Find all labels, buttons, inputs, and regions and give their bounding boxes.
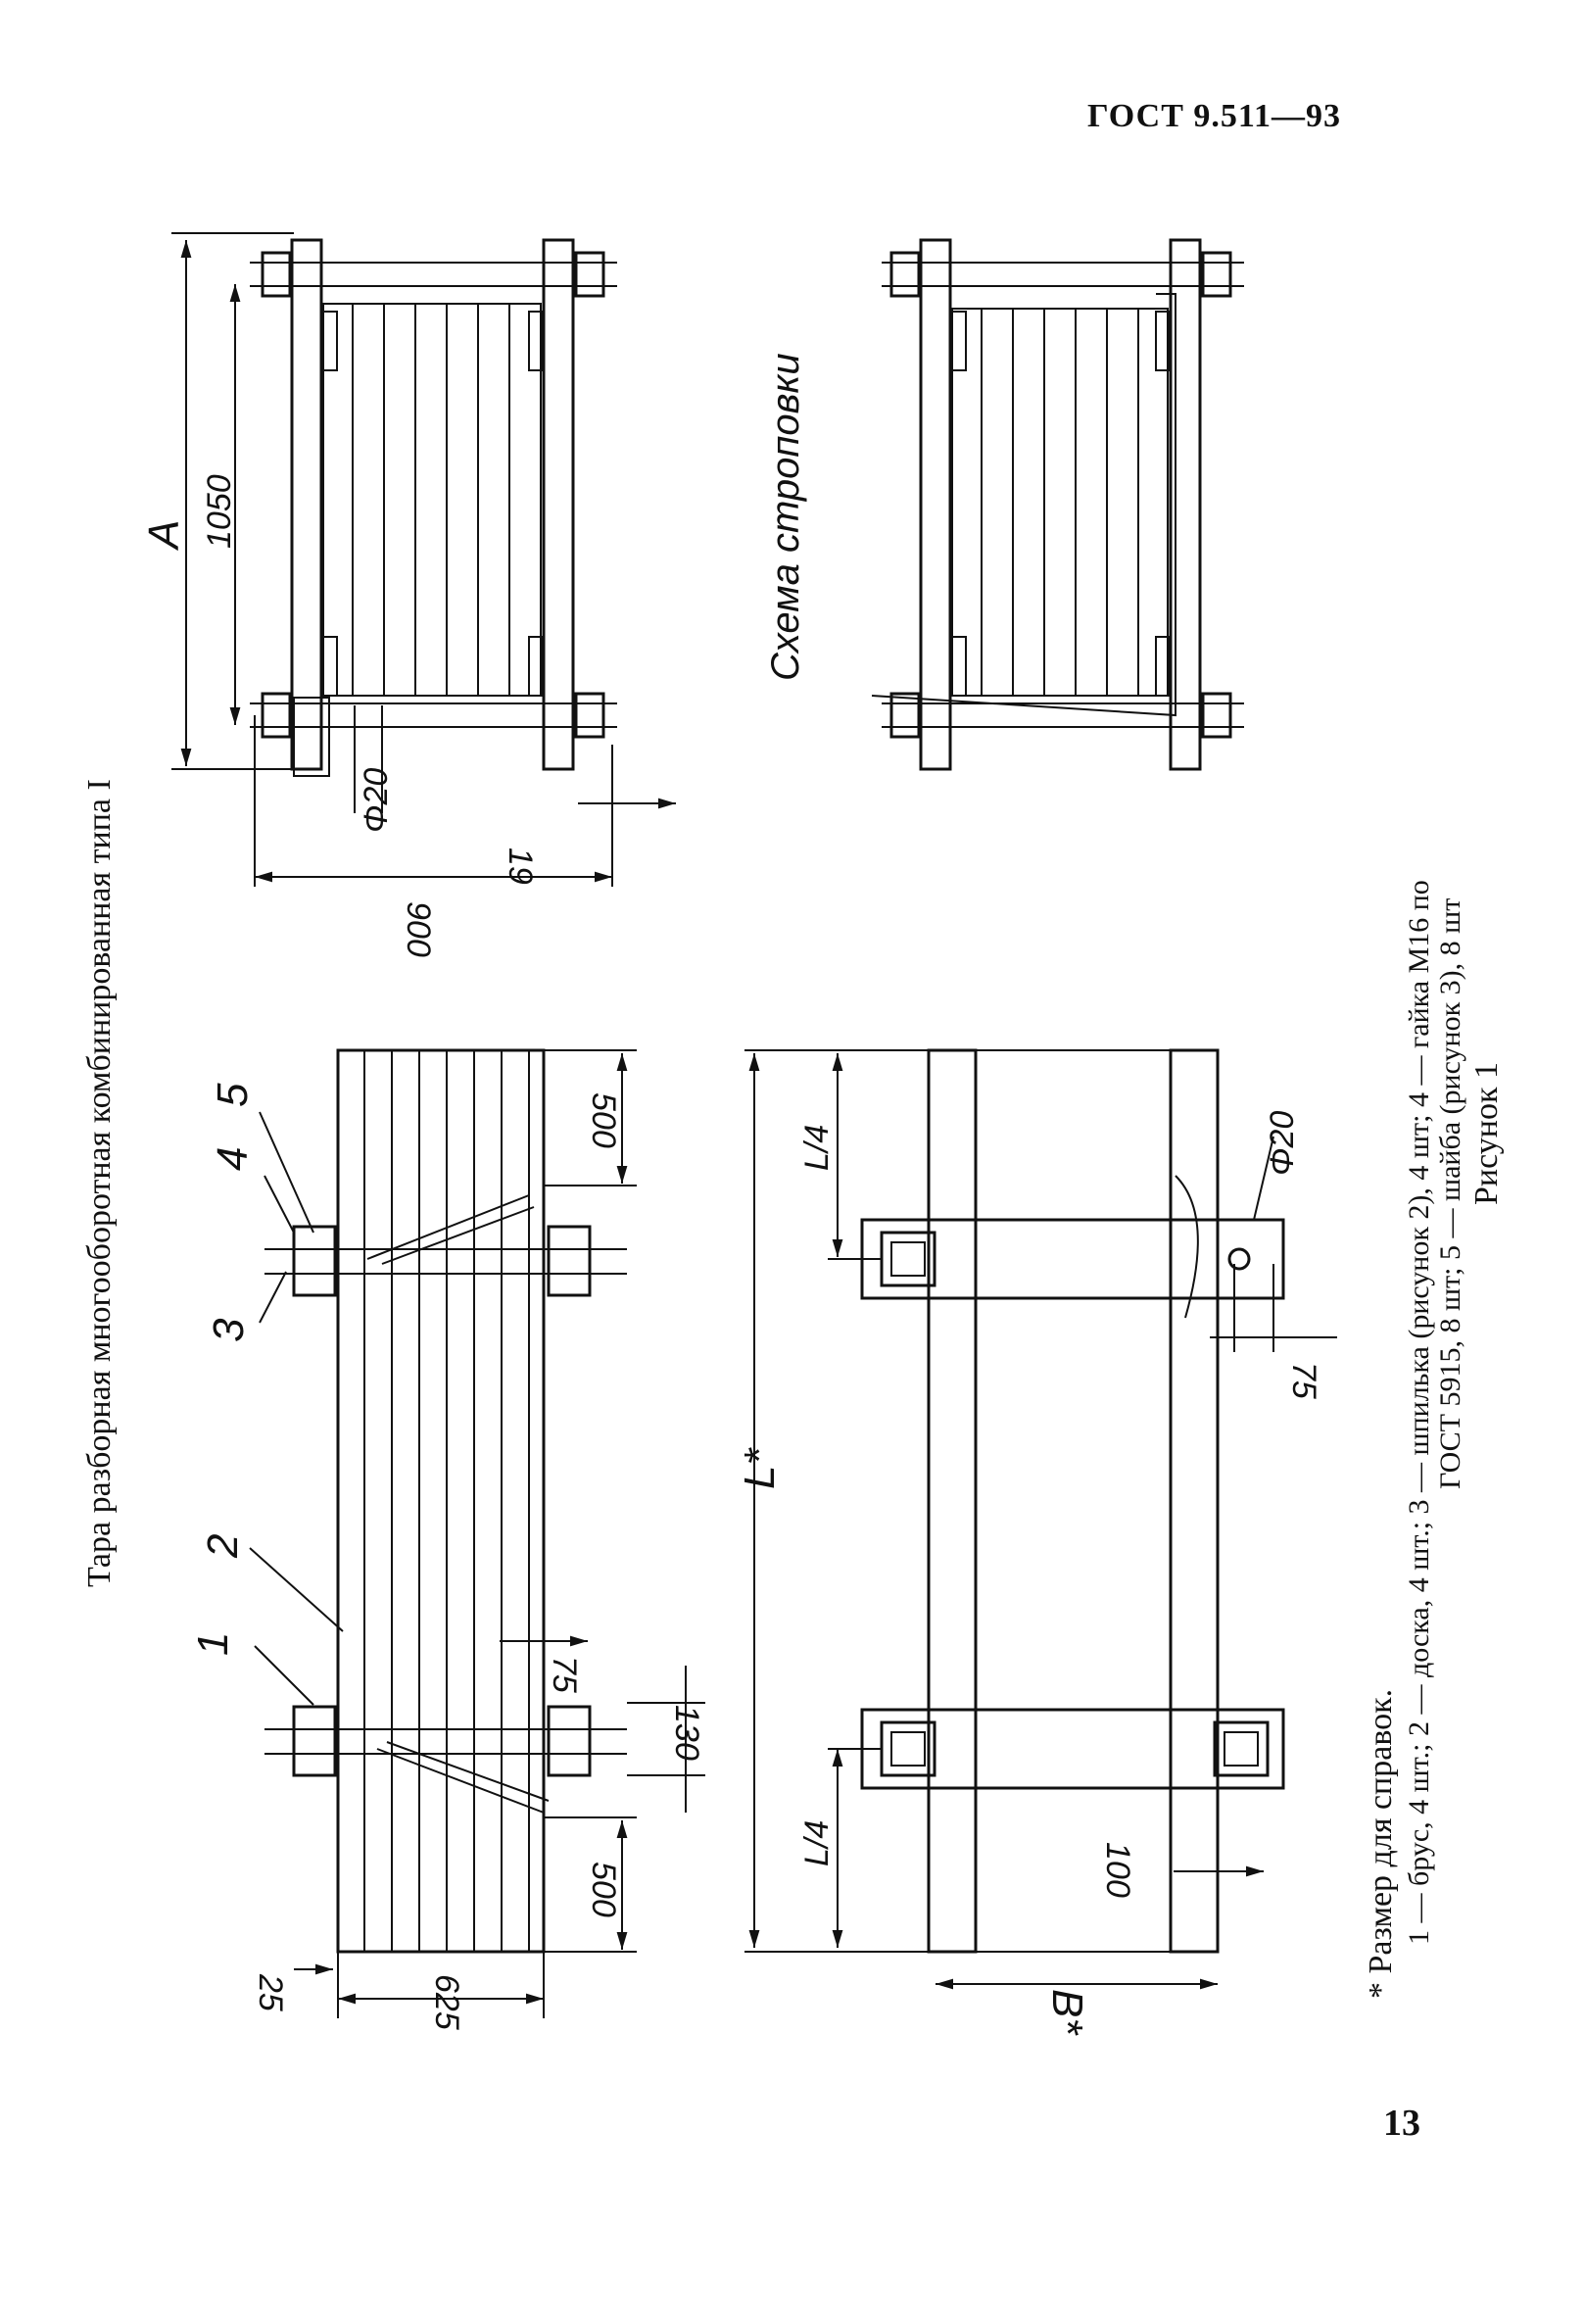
dim-L4-top: L/4 xyxy=(798,1125,836,1171)
callout-leaders xyxy=(249,1111,344,1706)
dim-1050: 1050 xyxy=(201,474,238,549)
dim-19: 19 xyxy=(502,847,539,885)
side-view xyxy=(264,1048,627,1954)
dim-130: 130 xyxy=(668,1705,705,1761)
asterisk-note: * Размер для справок. xyxy=(1363,1689,1399,1999)
dim-L: L* xyxy=(736,1447,784,1489)
dim-phi20-top: Φ20 xyxy=(358,768,395,833)
figure-caption: Рисунок 1 xyxy=(1468,1062,1505,1205)
side-view-dimensions xyxy=(294,1049,705,2018)
standard-header: ГОСТ 9.511—93 xyxy=(1087,98,1342,134)
dim-900: 900 xyxy=(400,901,437,957)
dim-A: A xyxy=(140,520,188,552)
dim-L4-bottom: L/4 xyxy=(798,1820,836,1866)
page-number: 13 xyxy=(1383,2103,1420,2144)
callout-5: 5 xyxy=(209,1083,257,1107)
sling-scheme-label: Схема строповки xyxy=(764,353,807,681)
legend-line-1: 1 — брус, 4 шт.; 2 — доска, 4 шт.; 3 — ш… xyxy=(1403,880,1435,1945)
callout-2: 2 xyxy=(199,1534,247,1559)
callout-4: 4 xyxy=(209,1147,257,1171)
figure-title: Тара разборная многооборотная комбиниров… xyxy=(81,779,118,1587)
callout-1: 1 xyxy=(189,1632,237,1656)
dim-75-side: 75 xyxy=(546,1656,583,1693)
dim-75-plan: 75 xyxy=(1285,1362,1322,1399)
dim-B: B* xyxy=(1043,1989,1091,2036)
dim-100: 100 xyxy=(1099,1842,1136,1898)
legend-line-2: ГОСТ 5915, 8 шт; 5 — шайба (рисунок 3), … xyxy=(1434,898,1466,1489)
dim-500-left: 500 xyxy=(585,1862,622,1917)
plan-view-dimensions xyxy=(744,1049,1337,1990)
dim-500-right: 500 xyxy=(585,1092,622,1148)
callout-3: 3 xyxy=(205,1318,253,1342)
sling-scheme-view xyxy=(871,238,1244,771)
dim-phi20-plan: Φ20 xyxy=(1264,1111,1301,1176)
plan-view xyxy=(860,1048,1285,1954)
dim-25: 25 xyxy=(252,1973,289,2011)
dim-625: 625 xyxy=(428,1974,465,2030)
end-view-dimensions xyxy=(171,232,676,887)
end-view xyxy=(250,238,617,777)
